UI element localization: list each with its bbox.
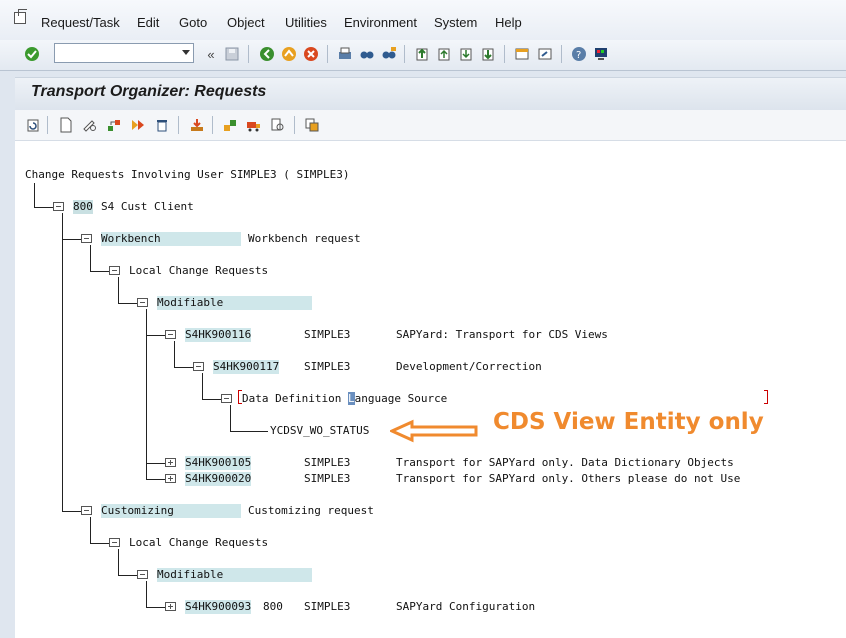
- first-page-icon[interactable]: [413, 45, 431, 63]
- menu-system[interactable]: System: [434, 15, 478, 30]
- help-icon[interactable]: ?: [570, 45, 588, 63]
- request-id[interactable]: S4HK900116: [185, 328, 252, 342]
- annotation-arrow-icon: [390, 419, 478, 443]
- new-session-icon[interactable]: [513, 45, 531, 63]
- exit-icon[interactable]: [280, 45, 298, 63]
- display-object-list-icon[interactable]: [269, 116, 287, 134]
- transport-truck-icon[interactable]: [245, 116, 263, 134]
- folder-icon[interactable]: [193, 362, 204, 371]
- command-field[interactable]: [54, 43, 194, 63]
- request-desc: Transport for SAPYard only. Others pleas…: [396, 472, 741, 485]
- request-owner: SIMPLE3: [304, 472, 351, 485]
- request-owner: SIMPLE3: [304, 600, 351, 613]
- include-objects-icon[interactable]: [188, 116, 206, 134]
- change-owner-icon[interactable]: [105, 116, 123, 134]
- task-id[interactable]: S4HK900117: [213, 360, 280, 374]
- create-icon[interactable]: [57, 116, 75, 134]
- cancel-icon[interactable]: [302, 45, 320, 63]
- merge-objects-icon[interactable]: [221, 116, 239, 134]
- menu-goto[interactable]: Goto: [179, 15, 208, 30]
- folder-icon[interactable]: [137, 570, 148, 579]
- folder-plus-icon[interactable]: [165, 474, 176, 483]
- next-page-icon[interactable]: [457, 45, 475, 63]
- double-chevron-left-icon[interactable]: «: [207, 46, 215, 62]
- request-owner: SIMPLE3: [304, 456, 351, 469]
- find-icon[interactable]: [358, 45, 376, 63]
- request-id[interactable]: S4HK900093: [185, 600, 252, 614]
- folder-plus-icon[interactable]: [165, 602, 176, 611]
- folder-icon[interactable]: [81, 506, 92, 515]
- local-change-requests[interactable]: Local Change Requests: [129, 264, 269, 277]
- copy-objects-icon[interactable]: [303, 116, 321, 134]
- menu-help[interactable]: Help: [495, 15, 522, 30]
- page-title: Transport Organizer: Requests: [31, 83, 267, 100]
- refresh-icon[interactable]: [24, 116, 42, 134]
- title-bar: Transport Organizer: Requests: [15, 77, 846, 110]
- find-next-icon[interactable]: [380, 45, 398, 63]
- menu-request-task[interactable]: Request/Task: [41, 15, 120, 30]
- object-type-node[interactable]: Data Definition Language Source: [242, 392, 447, 406]
- menu-environment[interactable]: Environment: [344, 15, 417, 30]
- display-change-icon[interactable]: [81, 116, 99, 134]
- save-icon[interactable]: [223, 45, 241, 63]
- request-desc: SAPYard: Transport for CDS Views: [396, 328, 608, 341]
- annotation-label: CDS View Entity only: [493, 409, 764, 435]
- request-tree: Change Requests Involving User SIMPLE3 (…: [15, 141, 846, 638]
- request-owner: SIMPLE3: [304, 328, 351, 341]
- client-name[interactable]: S4 Cust Client: [101, 200, 194, 213]
- object-type-text: anguage Source: [354, 392, 448, 405]
- previous-page-icon[interactable]: [435, 45, 453, 63]
- local-change-requests[interactable]: Local Change Requests: [129, 536, 269, 549]
- chevron-down-icon[interactable]: [182, 50, 190, 55]
- menu-edit[interactable]: Edit: [137, 15, 160, 30]
- customizing-desc: Customizing request: [248, 504, 374, 517]
- request-id[interactable]: S4HK900105: [185, 456, 252, 470]
- folder-icon[interactable]: [109, 538, 120, 547]
- svg-text:?: ?: [576, 50, 581, 61]
- folder-plus-icon[interactable]: [165, 458, 176, 467]
- folder-icon[interactable]: [53, 202, 64, 211]
- release-icon[interactable]: [129, 116, 147, 134]
- client-id[interactable]: 800: [73, 200, 93, 214]
- menu-utilities[interactable]: Utilities: [285, 15, 327, 30]
- customize-layout-icon[interactable]: [592, 45, 610, 63]
- task-desc: Development/Correction: [396, 360, 542, 373]
- customizing-node[interactable]: Customizing: [101, 504, 241, 518]
- application-toolbar: [15, 110, 846, 141]
- last-page-icon[interactable]: [479, 45, 497, 63]
- folder-icon[interactable]: [137, 298, 148, 307]
- object-type-text: Data Definition: [242, 392, 348, 405]
- selection-bracket-left: [238, 390, 242, 404]
- workbench-desc: Workbench request: [248, 232, 361, 245]
- text-cursor: L: [347, 392, 355, 405]
- delete-icon[interactable]: [153, 116, 171, 134]
- folder-icon[interactable]: [81, 234, 92, 243]
- task-owner: SIMPLE3: [304, 360, 351, 373]
- request-id[interactable]: S4HK900020: [185, 472, 252, 486]
- folder-icon[interactable]: [221, 394, 232, 403]
- selection-bracket-right: [764, 390, 768, 404]
- enter-icon[interactable]: [23, 45, 41, 63]
- menu-bar: Request/Task Edit Goto Object Utilities …: [0, 0, 846, 41]
- request-desc: Transport for SAPYard only. Data Diction…: [396, 456, 734, 469]
- request-client: 800: [263, 600, 283, 613]
- system-menu-icon[interactable]: [14, 9, 27, 24]
- folder-icon[interactable]: [109, 266, 120, 275]
- modifiable-node[interactable]: Modifiable: [157, 296, 312, 310]
- back-icon[interactable]: [258, 45, 276, 63]
- folder-icon[interactable]: [165, 330, 176, 339]
- standard-toolbar: « ?: [0, 40, 846, 71]
- object-name[interactable]: YCDSV_WO_STATUS: [270, 424, 370, 437]
- tree-root-label: Change Requests Involving User SIMPLE3 (…: [25, 168, 350, 181]
- print-icon[interactable]: [336, 45, 354, 63]
- workbench-node[interactable]: Workbench: [101, 232, 241, 246]
- menu-object[interactable]: Object: [227, 15, 265, 30]
- modifiable-node[interactable]: Modifiable: [157, 568, 312, 582]
- shortcut-icon[interactable]: [536, 45, 554, 63]
- request-desc: SAPYard Configuration: [396, 600, 536, 613]
